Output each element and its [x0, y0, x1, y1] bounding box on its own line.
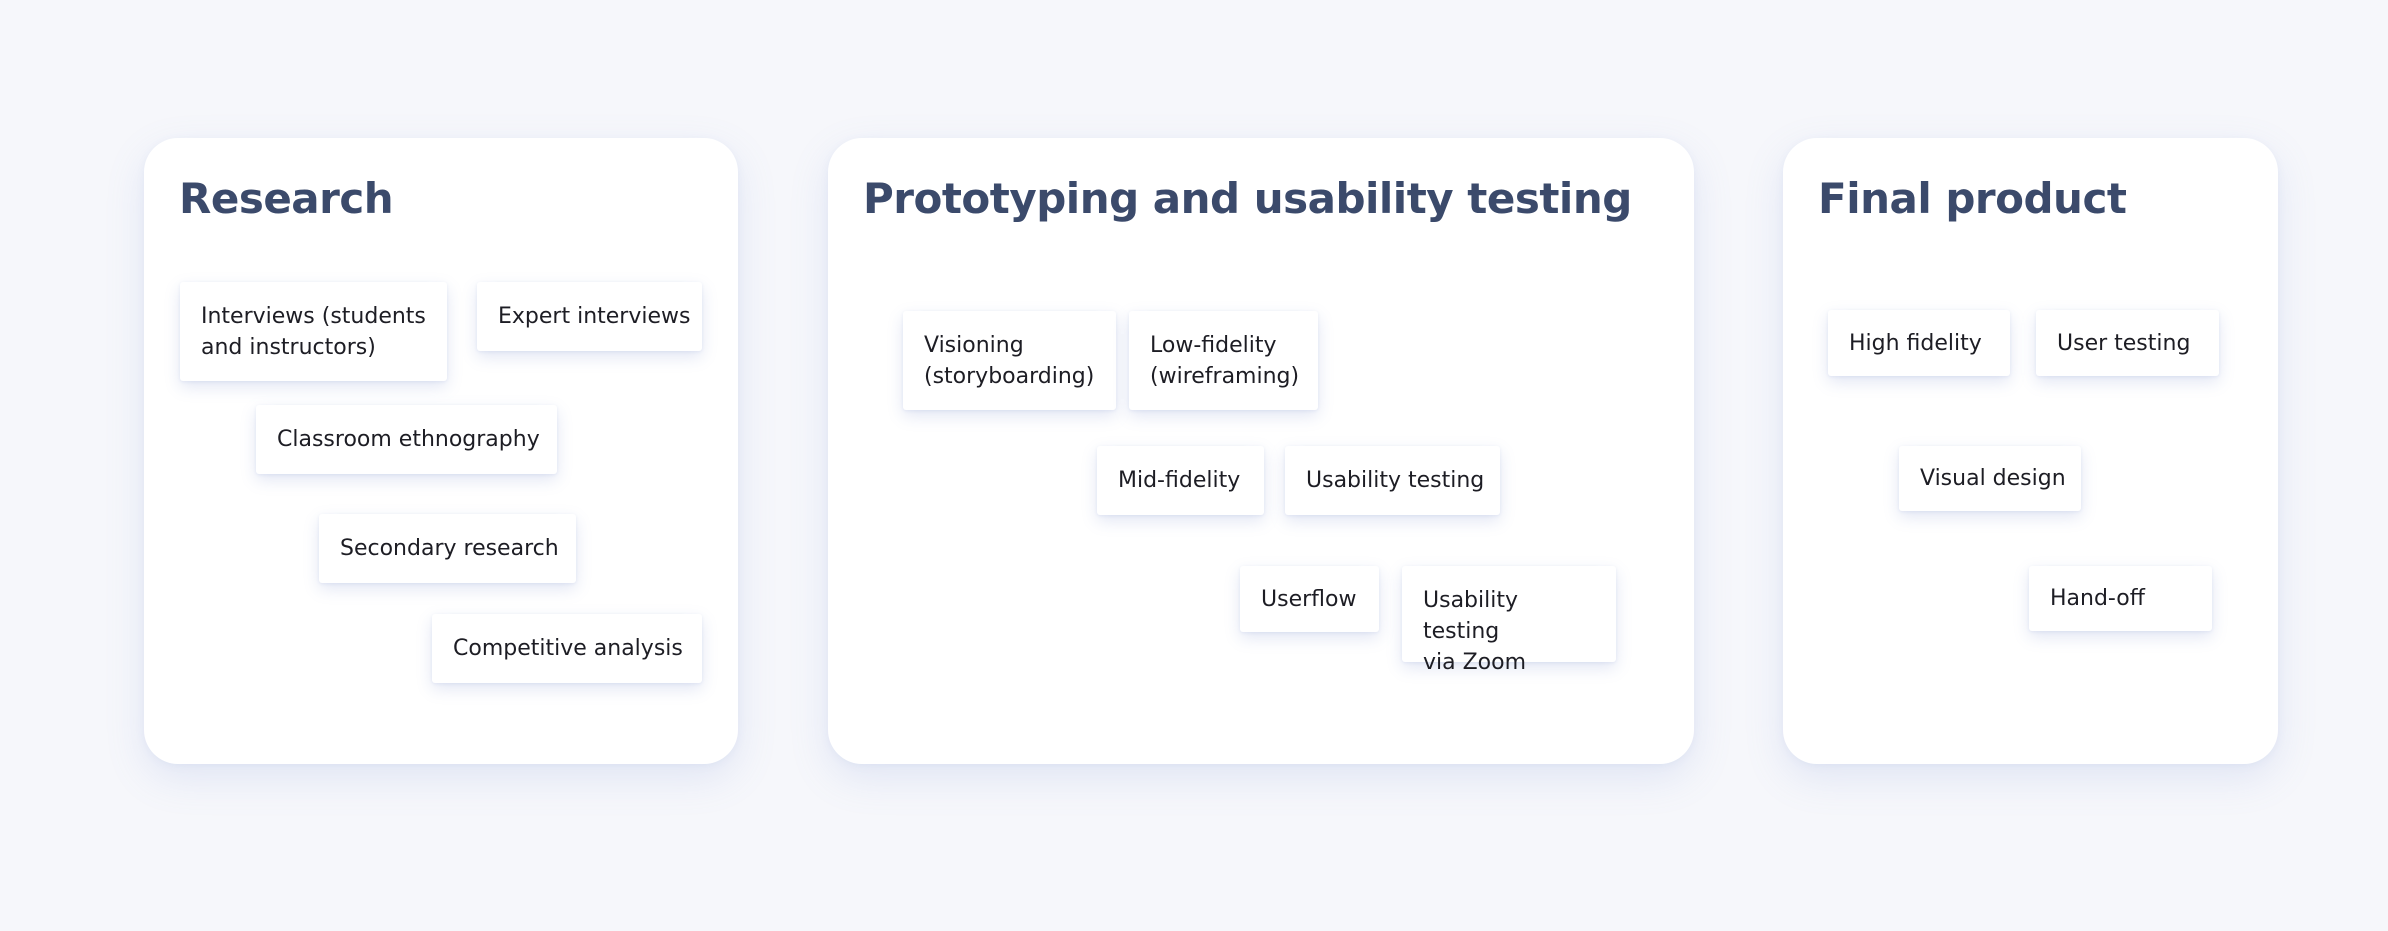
research-panel: Research Interviews (students and instru…: [144, 138, 738, 764]
note-usability-testing: Usability testing: [1285, 446, 1500, 515]
note-high-fidelity: High fidelity: [1828, 310, 2010, 376]
note-usability-testing-via-zoom: Usability testing via Zoom: [1402, 566, 1616, 675]
note-interviews-students-instructors: Interviews (students and instructors): [180, 282, 447, 381]
note-mid-fidelity: Mid-fidelity: [1097, 446, 1264, 515]
note-low-fidelity-wireframing: Low-fidelity (wireframing): [1129, 311, 1318, 410]
prototyping-title: Prototyping and usability testing: [863, 174, 1632, 223]
note-hand-off: Hand-off: [2029, 566, 2212, 631]
note-user-testing: User testing: [2036, 310, 2219, 376]
note-classroom-ethnography: Classroom ethnography: [256, 405, 557, 474]
prototyping-panel: Prototyping and usability testing Vision…: [828, 138, 1694, 764]
note-visual-design: Visual design: [1899, 446, 2081, 511]
note-userflow: Userflow: [1240, 566, 1379, 632]
note-expert-interviews: Expert interviews: [477, 282, 702, 351]
note-secondary-research: Secondary research: [319, 514, 576, 583]
note-competitive-analysis: Competitive analysis: [432, 614, 702, 683]
note-visioning-storyboarding: Visioning (storyboarding): [903, 311, 1116, 410]
final-product-title: Final product: [1818, 174, 2127, 223]
final-product-panel: Final product High fidelity User testing…: [1783, 138, 2278, 764]
research-title: Research: [179, 174, 394, 223]
